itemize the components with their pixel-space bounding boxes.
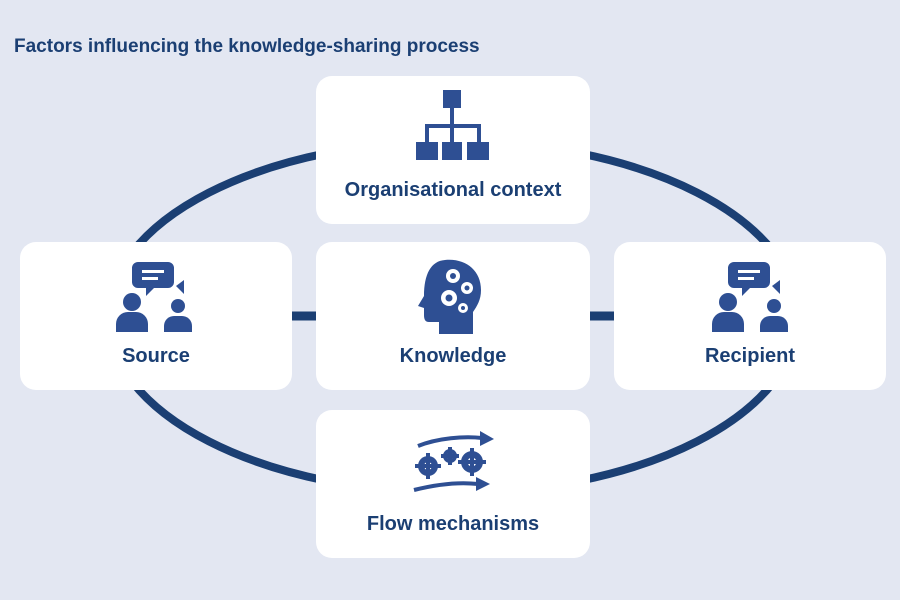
node-organisational-context: Organisational context [316, 76, 590, 224]
node-recipient: Recipient [614, 242, 886, 390]
node-knowledge: Knowledge [316, 242, 590, 390]
node-label: Knowledge [399, 345, 507, 367]
conversation-icon [116, 262, 192, 332]
node-flow-mechanisms: Flow mechanisms [316, 410, 590, 558]
head-gears-icon [418, 259, 481, 334]
gears-arrows-icon [413, 431, 494, 492]
node-source: Source [20, 242, 292, 390]
org-chart-icon [416, 90, 489, 160]
conversation-icon [712, 262, 788, 332]
node-label: Flow mechanisms [366, 513, 540, 535]
node-label: Recipient [704, 345, 796, 367]
page-title: Factors influencing the knowledge-sharin… [14, 36, 480, 57]
node-label: Source [122, 345, 190, 367]
node-label: Organisational context [344, 179, 562, 201]
